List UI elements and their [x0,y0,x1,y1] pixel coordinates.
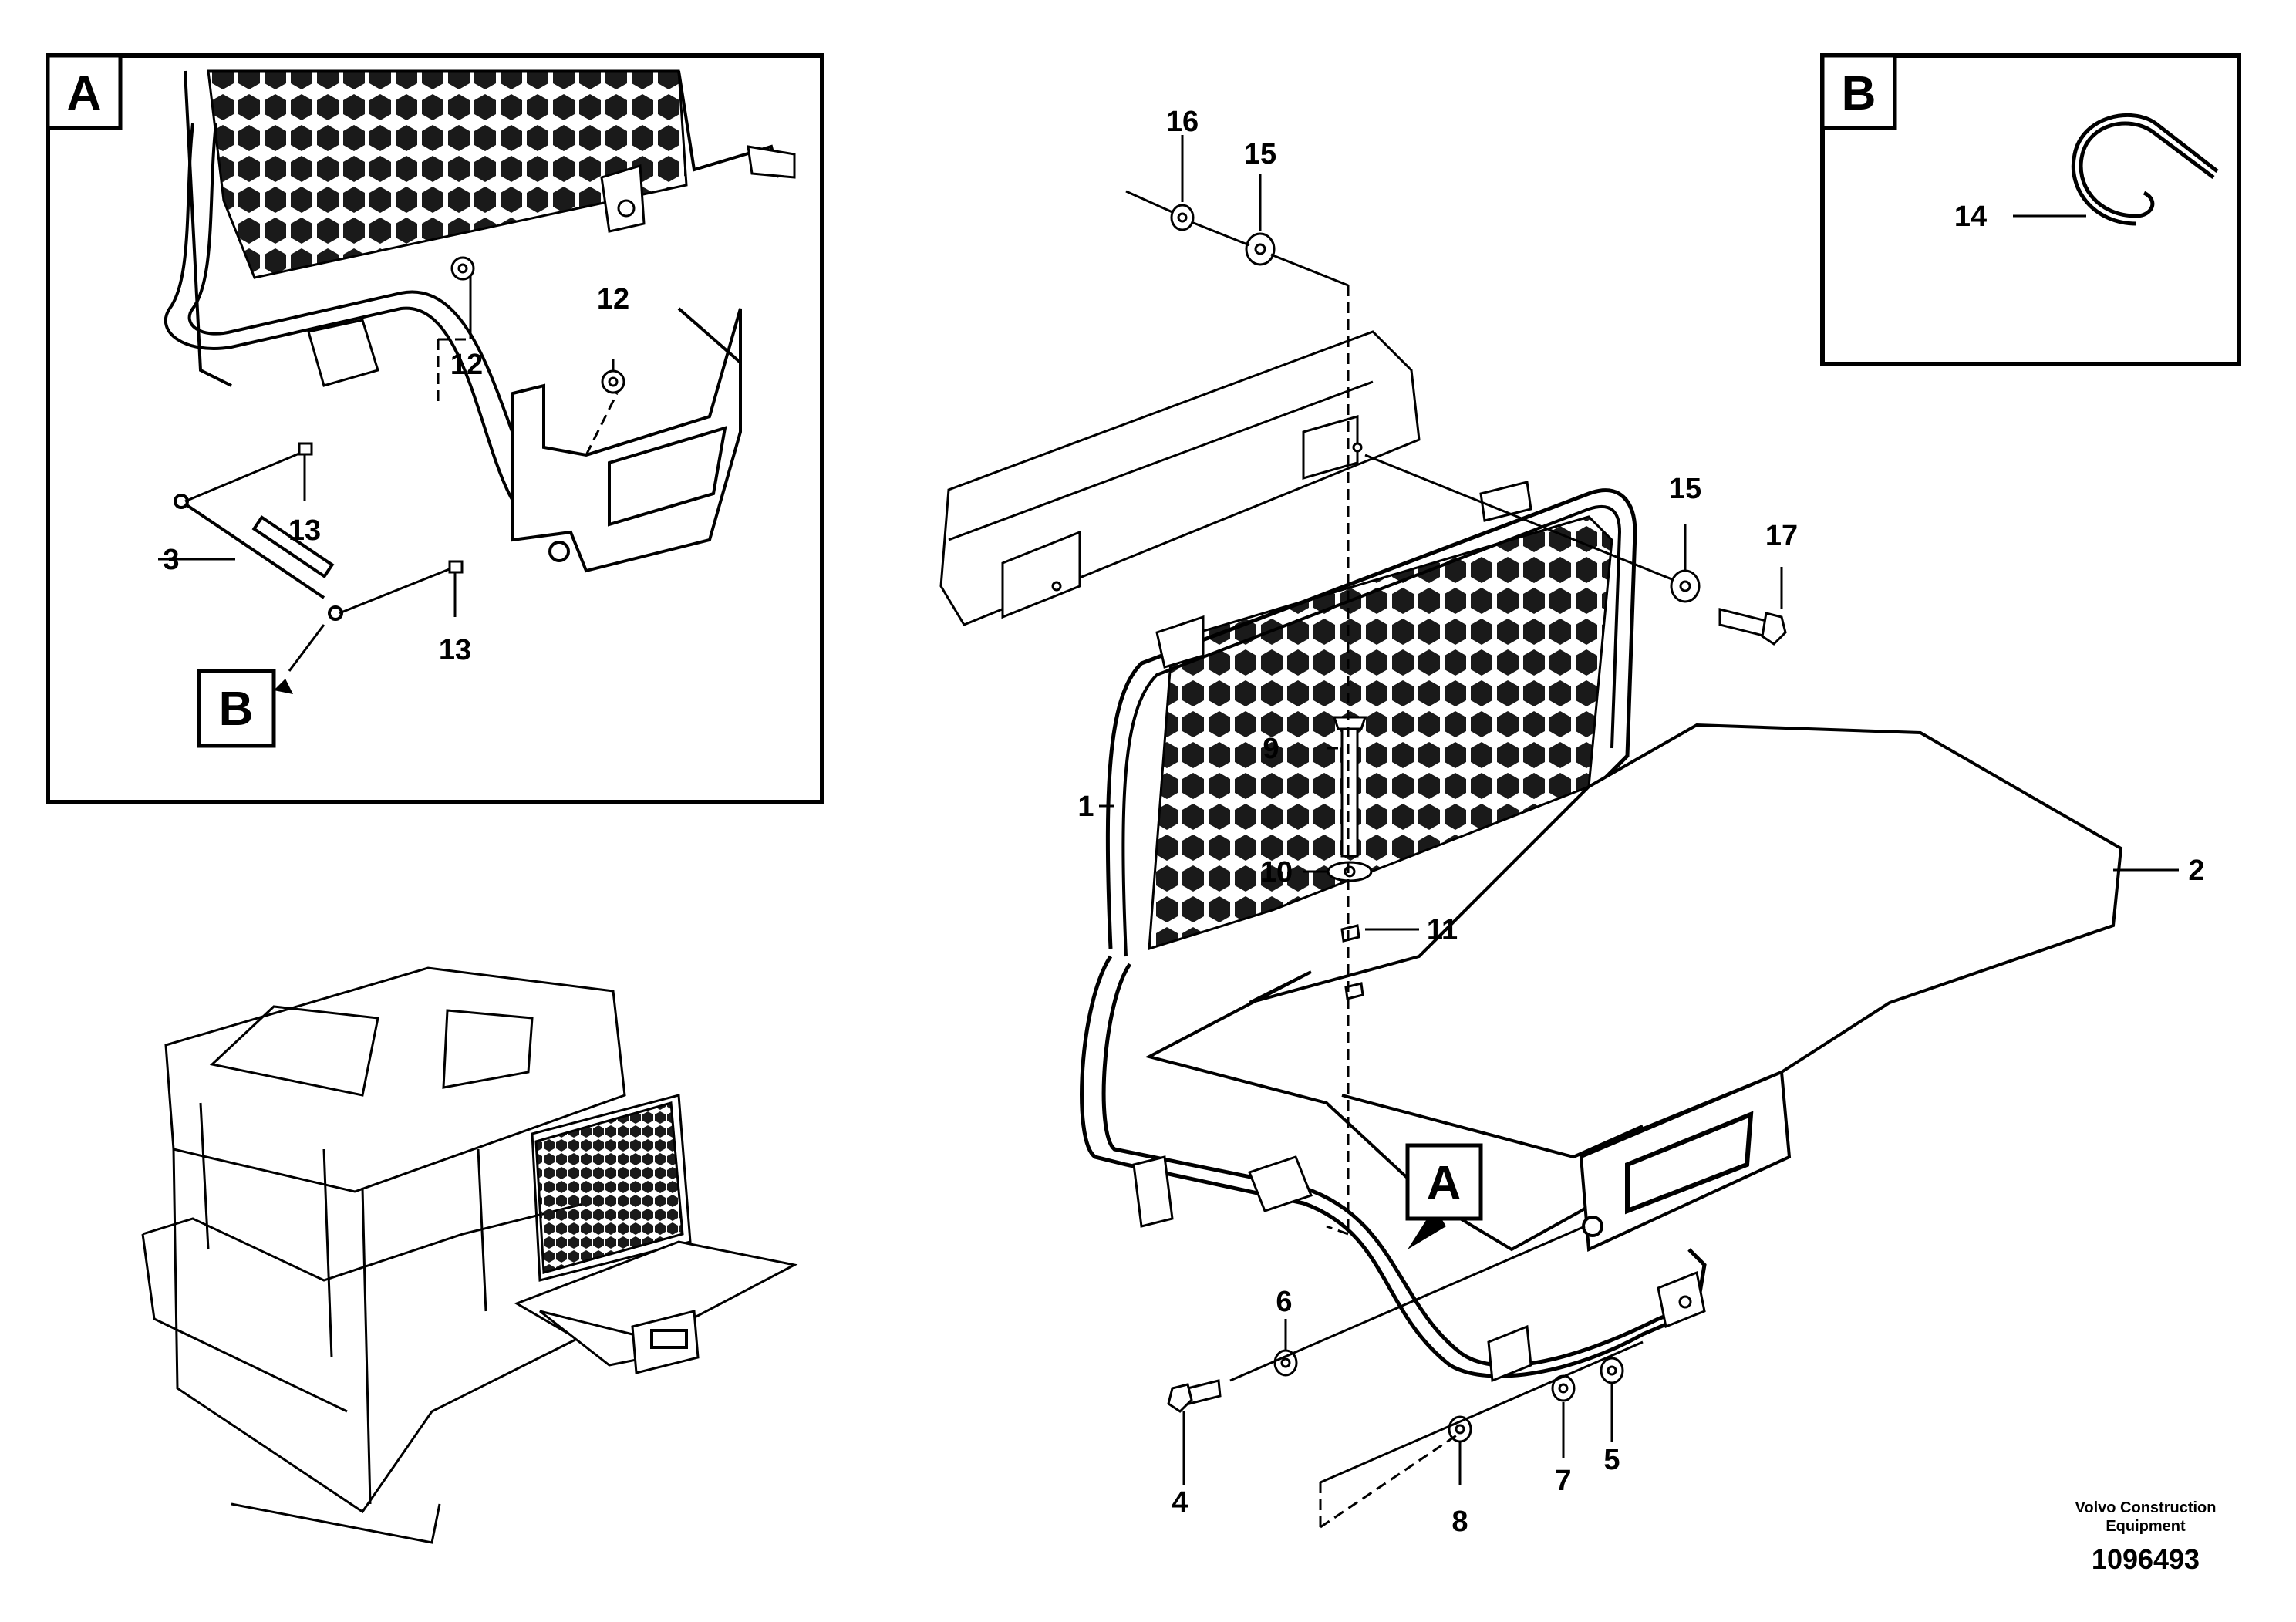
detail-b-letter: B [1842,67,1876,120]
callout-12b: 12 [597,283,629,315]
ref-b-letter: B [219,683,254,736]
callout-4: 4 [1172,1486,1188,1519]
callout-16: 16 [1166,106,1199,138]
callout-17: 17 [1765,520,1798,552]
callout-14: 14 [1954,201,1987,233]
footer-org: Volvo Construction Equipment [2075,1499,2217,1535]
callout-7: 7 [1555,1465,1571,1497]
end-bracket [1579,1070,1792,1253]
upper-rail-member [939,330,1421,626]
ref-b-box [197,669,276,748]
callout-2: 2 [2188,855,2204,887]
leader-lines-main [1099,135,2179,1529]
gas-strut [174,494,343,621]
footer-block: Volvo Construction Equipment 1096493 [2065,1499,2227,1576]
bracket-plate-detail [511,307,742,573]
ref-b-pointer [274,679,293,694]
hinge-brackets [307,145,796,387]
fasteners-main [1167,204,1787,1443]
callout-6: 6 [1276,1286,1292,1318]
callout-13b: 13 [439,634,471,666]
detail-b-panel: B 14 [1820,53,2241,366]
callout-10: 10 [1260,856,1293,889]
fasteners-detail-a [298,256,625,574]
hairpin-clip [2071,113,2219,226]
callout-11: 11 [1427,914,1458,946]
callout-a-box [1405,1143,1483,1221]
grille-frame [1105,481,1637,957]
cab-overview [141,966,798,1544]
callout-15a: 15 [1244,138,1276,170]
callout-5: 5 [1603,1444,1620,1476]
callout-3: 3 [163,544,179,576]
rail-tabs [1132,1155,1706,1383]
leader-lines-detail-a [158,266,619,672]
callout-8: 8 [1451,1506,1468,1538]
detail-a-letter: A [67,67,102,120]
callout-15b: 15 [1669,473,1701,505]
callout-9: 9 [1263,733,1279,765]
footer-doc-number: 1096493 [2091,1543,2200,1575]
callout-13a: 13 [288,514,321,547]
callout-12a: 12 [450,349,483,381]
detail-a-panel: A [46,53,824,804]
callout-a-letter: A [1427,1157,1462,1210]
callout-1: 1 [1077,791,1094,823]
